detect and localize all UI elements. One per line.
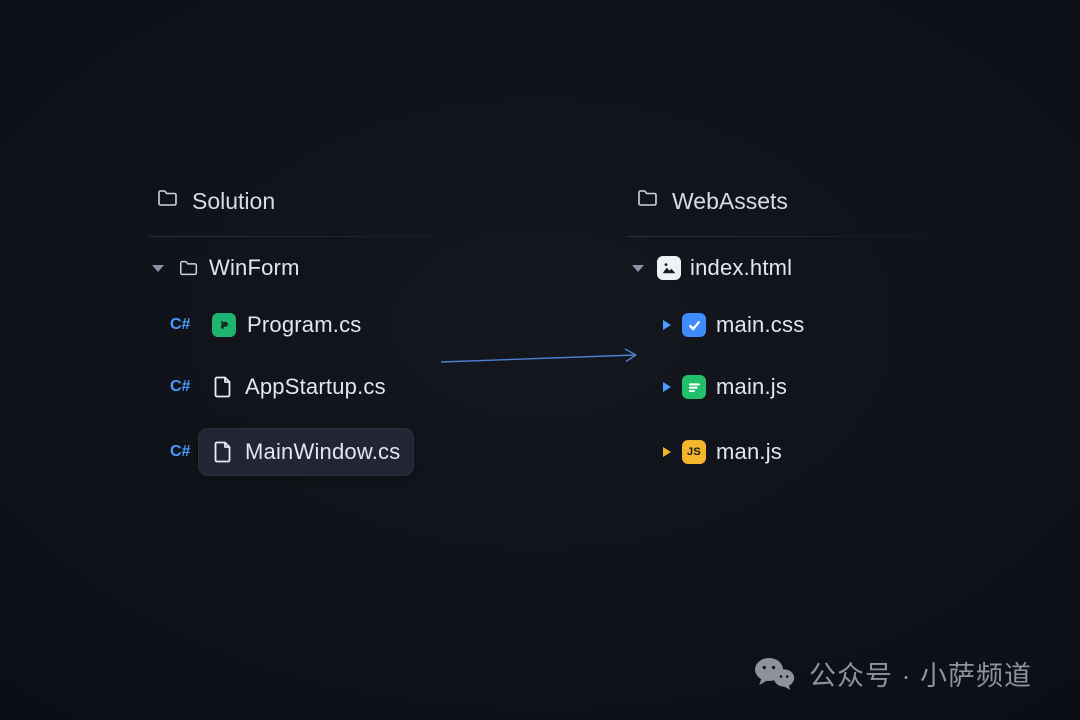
tree-row-main-css[interactable]: main.css [663,303,804,347]
right-panel-divider [628,236,935,237]
folder-icon [636,186,660,216]
folder-icon [156,186,180,216]
chevron-right-icon[interactable] [663,382,671,392]
package-icon [212,313,236,337]
chevron-down-icon[interactable] [632,264,644,272]
tree-row-man-js[interactable]: JS man.js [663,428,782,476]
javascript-icon: JS [682,440,706,464]
right-panel-header: WebAssets [636,183,788,219]
tree-row-program-cs[interactable]: C# Program.cs [170,303,375,347]
tree-row-appstartup-cs[interactable]: C# AppStartup.cs [170,365,400,409]
left-panel-header: Solution [156,183,275,219]
file-icon [212,440,234,464]
chevron-down-icon[interactable] [152,264,164,272]
file-label: index.html [690,255,793,280]
tree-row-main-js[interactable]: main.js [663,365,787,409]
left-panel-divider [150,236,457,237]
mapping-arrow [438,346,646,375]
tree-row-index-html[interactable]: index.html [632,246,792,290]
js-list-icon [682,375,706,399]
panel-title: WebAssets [672,187,788,214]
file-label: man.js [716,439,782,464]
chevron-right-icon[interactable] [663,320,671,330]
css-check-icon [682,313,706,337]
csharp-badge: C# [170,443,191,460]
folder-icon [178,257,200,279]
file-label: Program.cs [247,312,362,337]
file-label: main.css [716,312,805,337]
js-icon-text: JS [686,446,702,458]
csharp-badge: C# [170,378,191,395]
wechat-icon [752,656,796,692]
watermark-text: 公众号 · 小萨频道 [809,661,1032,691]
tree-row-mainwindow-cs[interactable]: C# MainWindow.cs [170,426,415,478]
file-group: Program.cs [198,301,375,349]
selected-file-group: MainWindow.cs [198,428,415,476]
watermark: 公众号 · 小萨频道 [752,654,1032,693]
tree-row-winform[interactable]: WinForm [152,246,300,290]
folder-label: WinForm [209,255,300,280]
image-icon [657,256,681,280]
file-icon [212,375,234,399]
file-label: AppStartup.cs [245,374,386,399]
file-group: AppStartup.cs [198,363,400,411]
file-label: MainWindow.cs [245,439,401,464]
file-label: main.js [716,374,788,399]
panel-title: Solution [192,187,276,214]
chevron-right-icon[interactable] [663,447,671,457]
csharp-badge: C# [170,316,191,333]
